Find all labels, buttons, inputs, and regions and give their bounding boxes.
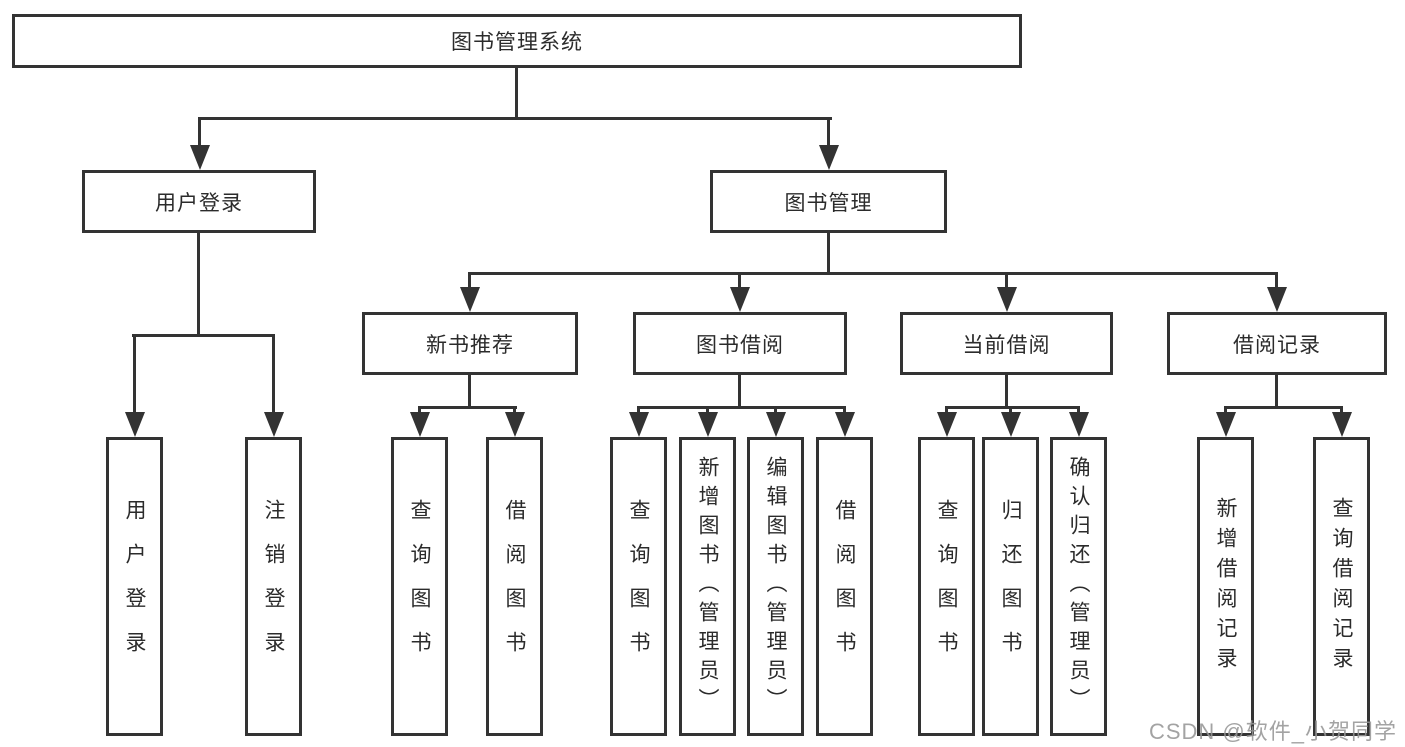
connector-stem	[1005, 373, 1008, 408]
node-new-book-recommendation: 新书推荐	[362, 312, 578, 375]
connector-root-hbar	[198, 117, 832, 120]
node-book-borrowing: 图书借阅	[633, 312, 847, 375]
node-borrowing-records: 借阅记录	[1167, 312, 1387, 375]
arrow-down-icon	[629, 412, 649, 437]
leaf-add-borrow-record: 新增借阅记录	[1197, 437, 1254, 736]
arrow-down-icon	[1001, 412, 1021, 437]
connector-stem	[513, 406, 516, 415]
arrow-down-icon	[819, 145, 839, 170]
connector-stem	[1005, 272, 1008, 289]
leaf-label: 新增图书（管理员）	[696, 456, 719, 717]
arrow-down-icon	[835, 412, 855, 437]
leaf-label: 注销登录	[262, 498, 285, 675]
leaf-borrow-books: 借阅图书	[816, 437, 873, 736]
leaf-query-books: 查询图书	[391, 437, 448, 736]
arrow-down-icon	[410, 412, 430, 437]
connector-stem	[843, 406, 846, 415]
arrow-down-icon	[937, 412, 957, 437]
arrow-down-icon	[1332, 412, 1352, 437]
arrow-down-icon	[1069, 412, 1089, 437]
arrow-down-icon	[698, 412, 718, 437]
connector-stem	[1340, 406, 1343, 415]
arrow-down-icon	[1267, 287, 1287, 312]
leaf-confirm-return-admin: 确认归还（管理员）	[1050, 437, 1107, 736]
csdn-watermark: CSDN @软件_小贺同学	[1148, 719, 1397, 744]
node-user-login: 用户登录	[82, 170, 316, 233]
connector-stem	[1275, 272, 1278, 289]
connector-root-stem	[515, 67, 518, 118]
connector-stem	[468, 272, 471, 289]
connector-stem	[133, 334, 136, 414]
leaf-return-books: 归还图书	[982, 437, 1039, 736]
connector-user-login-stem	[198, 117, 201, 147]
arrow-down-icon	[730, 287, 750, 312]
leaf-logout: 注销登录	[245, 437, 302, 736]
leaf-label: 查询借阅记录	[1330, 496, 1353, 677]
connector-stem	[1224, 406, 1227, 415]
leaf-label: 编辑图书（管理员）	[764, 456, 787, 717]
connector-stem	[774, 406, 777, 415]
arrow-down-icon	[460, 287, 480, 312]
leaf-label: 查询图书	[627, 498, 650, 675]
arrow-down-icon	[1216, 412, 1236, 437]
leaf-label: 用户登录	[123, 498, 146, 675]
leaf-label: 借阅图书	[833, 498, 856, 675]
node-book-management: 图书管理	[710, 170, 947, 233]
leaf-label: 查询图书	[408, 498, 431, 675]
connector-stem	[637, 406, 640, 415]
connector-stem	[468, 373, 471, 408]
connector-stem	[706, 406, 709, 415]
leaf-label: 借阅图书	[503, 498, 526, 675]
node-current-borrowing: 当前借阅	[900, 312, 1113, 375]
leaf-label: 确认归还（管理员）	[1067, 456, 1090, 717]
leaf-add-book-admin: 新增图书（管理员）	[679, 437, 736, 736]
connector-stem	[1275, 373, 1278, 408]
connector-stem	[738, 373, 741, 408]
connector-stem	[945, 406, 948, 415]
connector-stem	[272, 334, 275, 414]
arrow-down-icon	[766, 412, 786, 437]
connector-stem	[418, 406, 421, 415]
leaf-user-login: 用户登录	[106, 437, 163, 736]
leaf-label: 归还图书	[999, 498, 1022, 675]
node-label: 图书借阅	[696, 333, 784, 357]
arrow-down-icon	[190, 145, 210, 170]
connector-stem	[197, 232, 200, 336]
leaf-query-books: 查询图书	[610, 437, 667, 736]
connector-stem	[1077, 406, 1080, 415]
leaf-edit-book-admin: 编辑图书（管理员）	[747, 437, 804, 736]
connector-hbar	[468, 272, 1278, 275]
node-label: 用户登录	[155, 191, 243, 215]
connector-hbar	[132, 334, 275, 337]
arrow-down-icon	[505, 412, 525, 437]
node-label: 图书管理系统	[451, 31, 583, 54]
connector-hbar	[945, 406, 1080, 409]
connector-stem	[738, 272, 741, 289]
connector-book-management-stem	[827, 117, 830, 147]
connector-hbar	[637, 406, 846, 409]
connector-hbar	[1224, 406, 1343, 409]
arrow-down-icon	[997, 287, 1017, 312]
leaf-borrow-books: 借阅图书	[486, 437, 543, 736]
node-label: 图书管理	[784, 191, 873, 215]
connector-hbar	[418, 406, 517, 409]
arrow-down-icon	[125, 412, 145, 437]
leaf-label: 新增借阅记录	[1214, 496, 1237, 677]
connector-stem	[1009, 406, 1012, 415]
leaf-query-borrow-record: 查询借阅记录	[1313, 437, 1370, 736]
node-label: 借阅记录	[1233, 333, 1321, 357]
node-label: 当前借阅	[962, 333, 1051, 357]
leaf-query-books: 查询图书	[918, 437, 975, 736]
node-label: 新书推荐	[426, 333, 514, 357]
connector-stem	[827, 232, 830, 274]
leaf-label: 查询图书	[935, 498, 958, 675]
arrow-down-icon	[264, 412, 284, 437]
node-library-management-system: 图书管理系统	[12, 14, 1022, 68]
